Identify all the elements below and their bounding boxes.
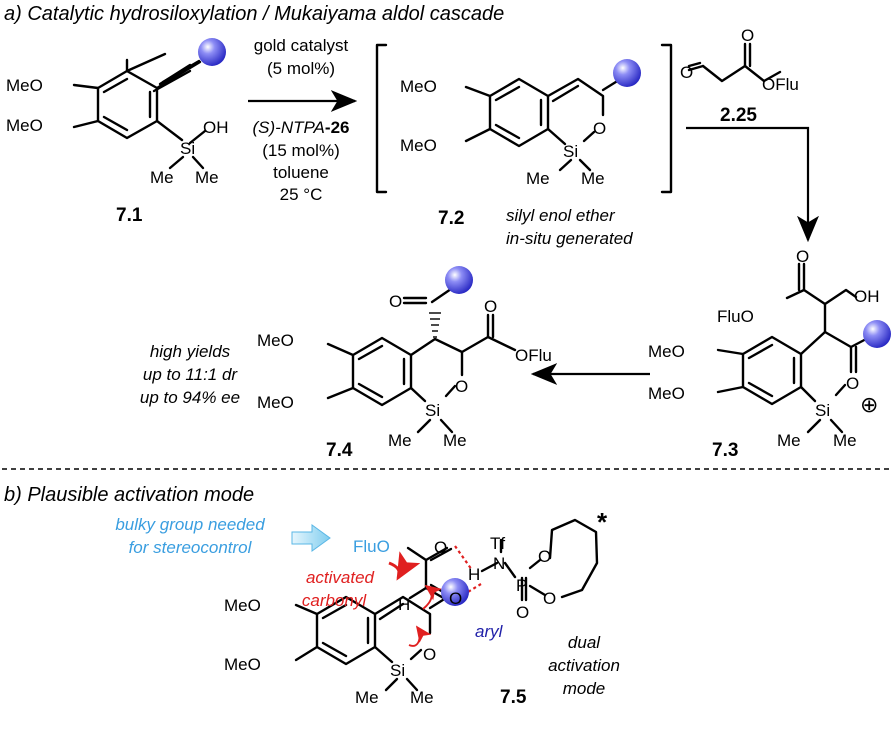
meo-7-1-b: MeO (6, 116, 43, 135)
dual-line1: dual (568, 633, 601, 652)
me-7-3-a: Me (777, 431, 801, 450)
compound-7-1 (72, 52, 207, 170)
o-7-5-b: O (449, 589, 462, 608)
o-7-5-ring: O (423, 645, 436, 664)
oh-7-3: OH (854, 287, 880, 306)
o-7-4-ketone: O (389, 292, 402, 311)
me-7-1-a: Me (150, 168, 174, 187)
tf-7-5: Tf (490, 534, 505, 553)
result-line2: up to 11:1 dr (143, 365, 239, 384)
meo-7-4-a: MeO (257, 331, 294, 350)
dual-line2: activation (548, 656, 620, 675)
cond-line1: gold catalyst (254, 36, 349, 55)
meo-7-5-b: MeO (224, 655, 261, 674)
cond-line5: toluene (273, 163, 329, 182)
oflu-2-25: OFlu (762, 75, 799, 94)
o-7-4-ester: O (484, 297, 497, 316)
cond-line4: (15 mol%) (262, 141, 339, 160)
o-2-25-a: O (680, 63, 693, 82)
o-7-2: O (593, 119, 606, 138)
compound-7-5 (294, 518, 599, 692)
note-enol-2: in-situ generated (506, 229, 633, 248)
h-7-5-ald: H (398, 595, 410, 614)
h-7-5-nh: H (468, 565, 480, 584)
me-7-4-b: Me (443, 431, 467, 450)
activated-line2: carbonyl (302, 591, 367, 610)
section-a-title: a) Catalytic hydrosiloxylation / Mukaiya… (4, 3, 504, 25)
bulky-line2: for stereocontrol (129, 538, 253, 557)
aryl-sphere-7-5 (441, 578, 469, 606)
plus-charge: ⊕ (860, 393, 878, 418)
cond-line6: 25 °C (280, 185, 323, 204)
me-7-4-a: Me (388, 431, 412, 450)
fluo-7-3: FluO (717, 307, 754, 326)
o-7-5-ring-b: O (543, 589, 556, 608)
bulky-arrow-icon (291, 524, 331, 552)
si-7-4: Si (425, 401, 440, 420)
label-2-25: 2.25 (720, 105, 757, 126)
o-2-25-b: O (741, 26, 754, 45)
o-7-5-ring-a: O (538, 547, 551, 566)
label-7-4: 7.4 (326, 440, 353, 461)
compound-7-4 (326, 287, 517, 434)
aryl-sphere-7-1 (198, 38, 226, 66)
hashed-bond-7-4 (429, 312, 441, 338)
me-7-5-b: Me (410, 688, 434, 707)
meo-7-3-b: MeO (648, 384, 685, 403)
o-7-4-ring: O (455, 377, 468, 396)
oflu-7-4: OFlu (515, 346, 552, 365)
compound-7-2 (464, 77, 621, 172)
note-enol-1: silyl enol ether (506, 206, 616, 225)
label-7-5: 7.5 (500, 687, 527, 708)
reaction-arrow-2 (686, 126, 819, 243)
meo-7-5-a: MeO (224, 596, 261, 615)
me-7-2-b: Me (581, 169, 605, 188)
o-7-5-a: O (434, 538, 447, 557)
curved-arrow-1 (422, 584, 442, 610)
cond-line3: (S)-NTPA-26 (253, 118, 350, 137)
meo-7-2-b: MeO (400, 136, 437, 155)
meo-7-4-b: MeO (257, 393, 294, 412)
meo-7-3-a: MeO (648, 342, 685, 361)
dual-line3: mode (563, 679, 606, 698)
result-line3: up to 94% ee (140, 388, 240, 407)
label-7-2: 7.2 (438, 208, 464, 229)
curved-arrow-2 (408, 625, 432, 647)
si-7-2: Si (563, 142, 578, 161)
chiral-star: * (597, 507, 608, 537)
aryl-sphere-7-4 (445, 266, 473, 294)
me-7-5-a: Me (355, 688, 379, 707)
o-7-3-ring: O (846, 374, 859, 393)
aryl-label: aryl (475, 622, 504, 641)
aryl-sphere-7-3 (863, 320, 891, 348)
si-7-1: Si (180, 139, 195, 158)
section-b-title: b) Plausible activation mode (4, 484, 254, 506)
me-7-3-b: Me (833, 431, 857, 450)
activation-arrow (388, 551, 421, 581)
compound-2-25 (687, 42, 782, 83)
p-7-5: P (516, 576, 527, 595)
n-7-5: N (493, 554, 505, 573)
o-7-5-po: O (516, 603, 529, 622)
compound-7-3 (716, 262, 872, 434)
brackets-7-2 (375, 43, 673, 194)
si-7-5: Si (390, 661, 405, 680)
me-7-1-b: Me (195, 168, 219, 187)
me-7-2-a: Me (526, 169, 550, 188)
result-line1: high yields (150, 342, 231, 361)
meo-7-1-a: MeO (6, 76, 43, 95)
fluo-7-5: FluO (353, 537, 390, 556)
meo-7-2-a: MeO (400, 77, 437, 96)
label-7-1: 7.1 (116, 205, 143, 226)
o-7-3-top: O (796, 247, 809, 266)
cond-line2: (5 mol%) (267, 59, 335, 78)
label-7-3: 7.3 (712, 440, 738, 461)
aryl-sphere-7-2 (613, 59, 641, 87)
bulky-line1: bulky group needed (115, 515, 265, 534)
activated-line1: activated (306, 568, 375, 587)
si-7-3: Si (815, 401, 830, 420)
oh-7-1: OH (203, 118, 229, 137)
